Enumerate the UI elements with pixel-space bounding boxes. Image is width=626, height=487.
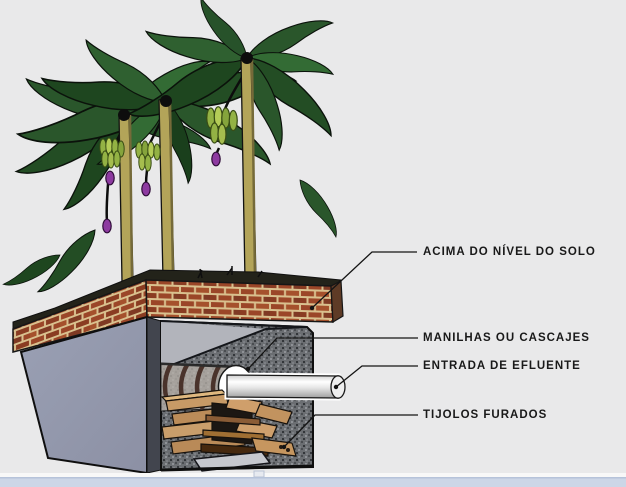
brick-hole	[279, 445, 283, 449]
brick-rim-right-face	[145, 279, 334, 323]
label-perforated-bricks: TIJOLOS FURADOS	[423, 409, 548, 421]
leader-above-ground	[311, 251, 417, 309]
flower-bud	[211, 151, 221, 167]
crown-junctions	[118, 52, 253, 121]
banana-bunch	[135, 140, 161, 172]
basin-bottom-edge	[160, 464, 314, 472]
bottom-strip-notch	[253, 470, 265, 478]
soil-sprouts	[197, 266, 263, 279]
brick-hole	[286, 448, 290, 452]
label-rings-or-gravel: MANILHAS OU CASCAJES	[423, 332, 590, 344]
flower-bud	[102, 218, 112, 234]
inner-wall	[161, 321, 266, 369]
leader-inlet	[335, 365, 418, 388]
interior-top-edge	[160, 320, 308, 328]
flower-bud	[141, 181, 151, 197]
leader-dot-inlet	[333, 384, 339, 390]
leader-lines	[245, 251, 418, 450]
bottom-strip	[0, 470, 626, 487]
brick-stack	[160, 389, 297, 472]
basin-cut-face	[146, 316, 162, 474]
leader-dot-above-ground	[309, 305, 315, 311]
banana-trees	[1, 0, 346, 301]
banana-bunch	[206, 106, 238, 145]
flower-buds	[102, 151, 221, 234]
label-effluent-inlet: ENTRADA DE EFLUENTE	[423, 360, 581, 372]
brick-rim-end-cap	[330, 280, 344, 324]
banana-bunches	[99, 106, 238, 172]
inner-wall-edge	[160, 326, 308, 370]
basin-floor	[192, 451, 272, 472]
label-above-ground: ACIMA DO NÍVEL DO SOLO	[423, 246, 596, 258]
leader-dot-rings	[245, 366, 251, 372]
effluent-pipe	[224, 372, 346, 401]
flower-bud	[105, 170, 115, 186]
leader-rings	[247, 337, 418, 370]
leader-bricks	[283, 414, 418, 448]
basin	[12, 266, 346, 475]
leader-dot-bricks	[281, 444, 287, 450]
banana-bunch	[99, 137, 125, 169]
